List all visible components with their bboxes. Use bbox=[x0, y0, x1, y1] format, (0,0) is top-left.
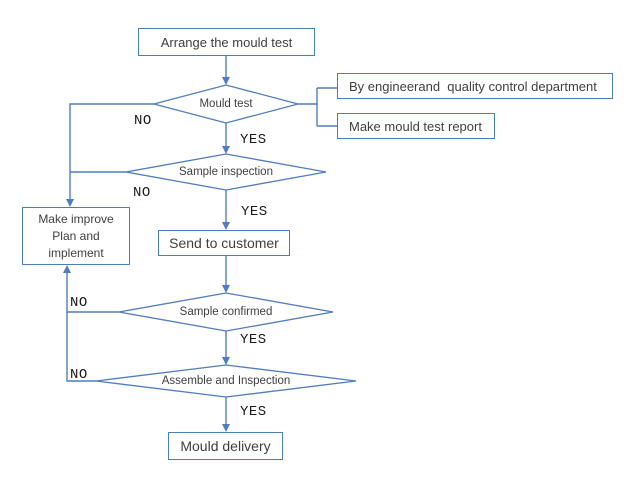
arrowhead-down-icon bbox=[222, 357, 230, 365]
label-no-mould-test: NO bbox=[134, 113, 152, 129]
arrowhead-down-icon bbox=[222, 285, 230, 293]
arrange-mould-test-label: Arrange the mould test bbox=[160, 34, 293, 50]
sample-confirmed-diamond bbox=[118, 292, 334, 332]
label-yes-assemble: YES bbox=[240, 404, 267, 420]
sample-confirmed-label: Sample confirmed bbox=[179, 306, 273, 318]
label-no-sample-confirmed: NO bbox=[70, 295, 88, 311]
make-improve-line3: implement bbox=[48, 245, 104, 260]
arrowhead-up-icon bbox=[63, 265, 71, 273]
label-yes-sample-confirmed: YES bbox=[240, 332, 267, 348]
mould-delivery-box: Mould delivery bbox=[168, 432, 283, 460]
edge-assemble-no bbox=[66, 272, 96, 382]
make-report-box: Make mould test report bbox=[337, 113, 495, 139]
assemble-inspection-label: Assemble and Inspection bbox=[161, 375, 291, 387]
label-no-assemble: NO bbox=[70, 367, 88, 383]
arrowhead-down-icon bbox=[66, 199, 74, 207]
edge-mouldtest-no bbox=[69, 103, 154, 200]
label-yes-sample-inspection: YES bbox=[241, 204, 268, 220]
sample-inspection-label: Sample inspection bbox=[179, 166, 273, 178]
send-customer-box: Send to customer bbox=[158, 230, 290, 256]
arrowhead-down-icon bbox=[222, 424, 230, 432]
edge-mouldtest-bracket bbox=[298, 87, 337, 127]
mould-test-label: Mould test bbox=[199, 98, 253, 110]
make-improve-box: Make improve Plan and implement bbox=[22, 207, 130, 265]
label-yes-mould-test: YES bbox=[240, 132, 267, 148]
sample-inspection-diamond bbox=[125, 153, 327, 191]
make-improve-label: Make improve Plan and implement bbox=[38, 211, 113, 262]
make-improve-line2: Plan and bbox=[52, 228, 100, 243]
by-engineer-label: By engineerand quality control departmen… bbox=[349, 78, 597, 94]
arrowhead-down-icon bbox=[222, 77, 230, 85]
make-report-label: Make mould test report bbox=[349, 118, 482, 134]
by-engineer-box: By engineerand quality control departmen… bbox=[337, 73, 613, 99]
make-improve-line1: Make improve bbox=[38, 211, 114, 226]
label-no-sample-inspection: NO bbox=[133, 185, 151, 201]
assemble-inspection-diamond bbox=[95, 364, 357, 398]
send-customer-label: Send to customer bbox=[169, 235, 279, 251]
mould-delivery-label: Mould delivery bbox=[180, 438, 271, 454]
arrowhead-down-icon bbox=[222, 222, 230, 230]
arrowhead-down-icon bbox=[222, 146, 230, 154]
mould-test-diamond bbox=[151, 84, 301, 124]
arrange-mould-test-box: Arrange the mould test bbox=[138, 28, 315, 56]
